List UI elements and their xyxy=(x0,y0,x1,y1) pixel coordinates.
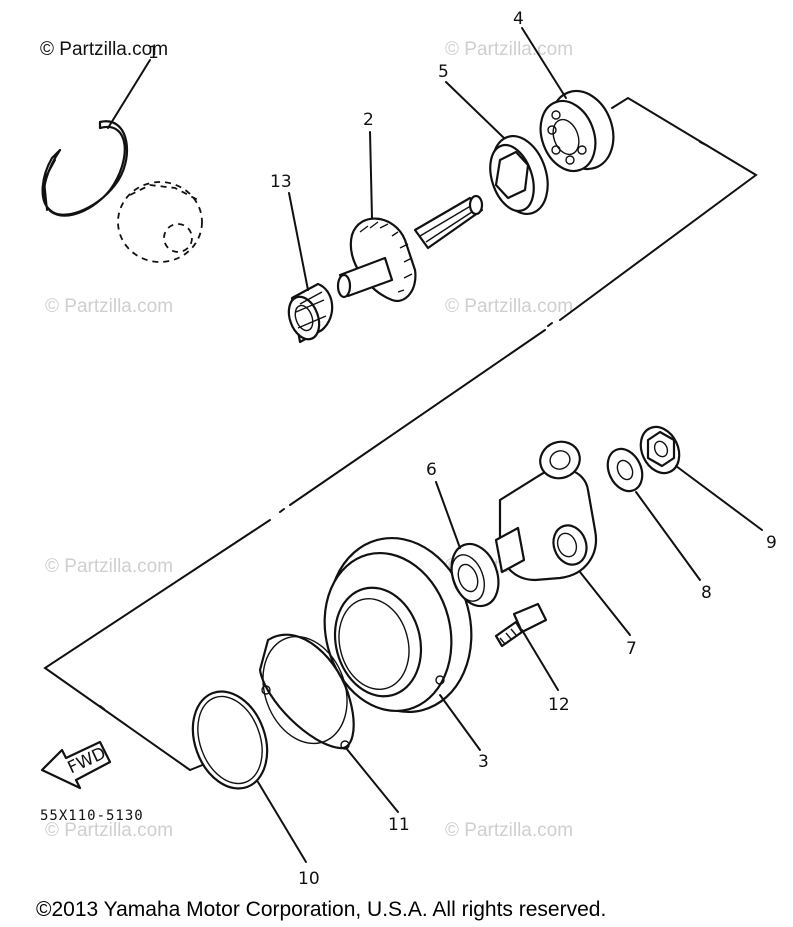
part-6-oil-seal xyxy=(450,542,500,608)
fwd-arrow: FWD xyxy=(40,740,112,790)
watermark: © Partzilla.com xyxy=(45,556,173,577)
watermark-top-left: © Partzilla.com xyxy=(40,39,168,60)
part-8-washer xyxy=(606,447,644,493)
part-3-housing xyxy=(323,536,473,714)
callout-1: 1 xyxy=(148,43,159,63)
part-13-needle-bearing xyxy=(287,282,334,344)
callout-4: 4 xyxy=(513,9,524,29)
diagram-code: 55X110-5130 xyxy=(40,808,144,824)
part-1-circlip xyxy=(41,120,203,263)
callout-10: 10 xyxy=(298,869,320,889)
part-11-gasket xyxy=(258,633,355,750)
watermark: © Partzilla.com xyxy=(445,820,573,841)
callout-13: 13 xyxy=(270,172,292,192)
callout-3: 3 xyxy=(478,752,489,772)
callout-12: 12 xyxy=(548,695,570,715)
part-5-seal-holder xyxy=(489,135,549,215)
callout-11: 11 xyxy=(388,815,410,835)
callouts: 1 2 3 4 5 6 7 8 9 10 11 12 13 xyxy=(148,9,777,889)
part-4-ball-bearing xyxy=(539,89,615,173)
watermark: © Partzilla.com xyxy=(45,820,173,841)
callout-5: 5 xyxy=(438,62,449,82)
callout-9: 9 xyxy=(766,533,777,553)
assembly-boundary xyxy=(43,96,758,771)
part-9-flange-nut xyxy=(639,425,681,475)
leader-lines xyxy=(107,27,763,863)
callout-7: 7 xyxy=(626,639,637,659)
watermark: © Partzilla.com xyxy=(445,296,573,317)
watermark: © Partzilla.com xyxy=(445,39,573,60)
watermark: © Partzilla.com xyxy=(45,296,173,317)
part-12-bolt xyxy=(494,602,548,648)
part-2-bevel-gear-shaft xyxy=(336,194,484,303)
callout-2: 2 xyxy=(363,110,374,130)
copyright-notice: ©2013 Yamaha Motor Corporation, U.S.A. A… xyxy=(36,898,606,921)
callout-8: 8 xyxy=(701,583,712,603)
callout-6: 6 xyxy=(426,460,437,480)
part-10-circlip xyxy=(191,690,269,790)
part-7-yoke xyxy=(494,440,598,582)
